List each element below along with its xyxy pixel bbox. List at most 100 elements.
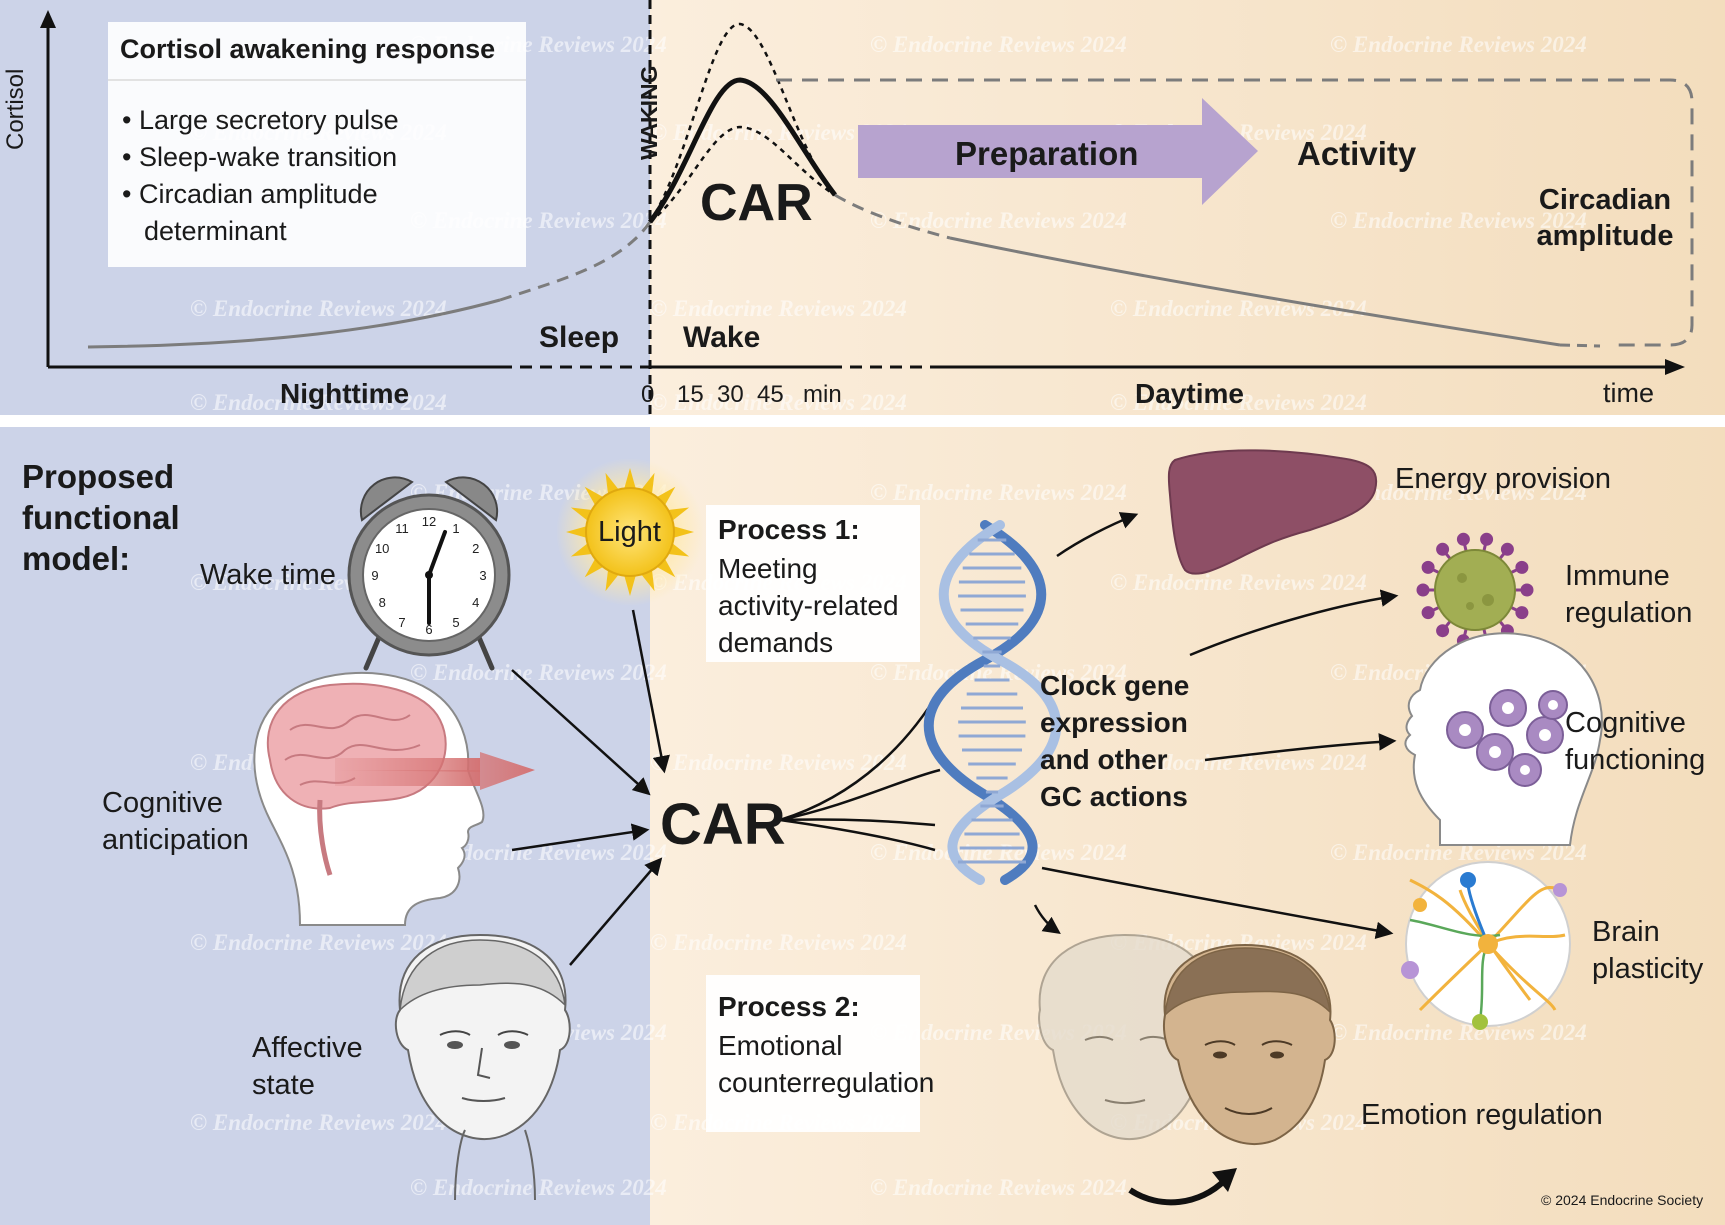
- sun-ray: [605, 570, 619, 592]
- outcome-arrows: [1033, 512, 1399, 940]
- car-label: CAR: [660, 792, 786, 857]
- sun-ray: [624, 468, 636, 489]
- info-bullets: • Large secretory pulse • Sleep-wake tra…: [122, 102, 454, 250]
- process1-title: Process 1:: [718, 514, 860, 545]
- arrow-to-cognitive: [1204, 733, 1397, 762]
- process2-box: [706, 975, 920, 1132]
- cognitive-anticipation-label: Cognitive anticipation: [102, 787, 249, 856]
- sun-icon: [556, 458, 704, 606]
- watermark: © Endocrine Reviews 2024: [650, 390, 907, 415]
- model-title: Proposed functional model:: [22, 458, 180, 577]
- activity-label: Activity: [1297, 135, 1417, 172]
- alarm-clock-icon: [347, 476, 511, 671]
- watermark: © Endocrine Reviews 2024: [190, 1110, 447, 1135]
- sleep-label: Sleep: [539, 321, 620, 354]
- virus-spike-tip: [1520, 583, 1534, 597]
- face-affective-icon: [394, 933, 571, 1201]
- clock-number: 6: [425, 622, 432, 637]
- neuron-network-icon: [1401, 861, 1571, 1030]
- sun-ray: [673, 526, 694, 538]
- nighttime-label: Nighttime: [280, 378, 410, 409]
- arrow-to-immune: [1189, 589, 1399, 657]
- sun-ray: [668, 543, 690, 557]
- head-gears-icon: [1404, 632, 1603, 846]
- process1-box: [706, 505, 920, 662]
- watermark: © Endocrine Reviews 2024: [1110, 390, 1367, 415]
- clock-number: 5: [452, 615, 459, 630]
- watermark: © Endocrine Reviews 2024: [410, 660, 667, 685]
- virus-icon: [1416, 532, 1534, 648]
- watermark: © Endocrine Reviews 2024: [870, 480, 1127, 505]
- virus-spike-tip: [1421, 606, 1435, 620]
- energy-provision-label: Energy provision: [1395, 463, 1611, 495]
- panel-divider: [0, 415, 1725, 427]
- faces-emotion-icon: [1038, 933, 1336, 1206]
- daytime-label: Daytime: [1135, 378, 1244, 409]
- day-background-top: [650, 0, 1725, 415]
- waking-label: WAKING: [636, 65, 662, 160]
- virus-spike-tip: [1436, 624, 1450, 638]
- tick-30: 30: [717, 381, 744, 408]
- sun-ray: [641, 570, 655, 592]
- car-peak-label: CAR: [700, 174, 813, 232]
- sun-ray: [641, 472, 655, 494]
- arrow-to-emotion: [1033, 904, 1061, 935]
- y-axis-arrowhead: [40, 10, 56, 28]
- watermark: © Endocrine Reviews 2024: [1110, 570, 1367, 595]
- arrow-light-to-car: [631, 609, 670, 774]
- tick-min: min: [803, 381, 842, 408]
- clock-number: 12: [422, 514, 436, 529]
- watermark: © Endocrine Reviews 2024: [870, 32, 1127, 57]
- watermark: © Endocrine Reviews 2024: [650, 750, 907, 775]
- sun-ray: [624, 575, 636, 596]
- watermark: © Endocrine Reviews 2024: [650, 930, 907, 955]
- wake-label: Wake: [683, 321, 761, 354]
- watermark: © Endocrine Reviews 2024: [870, 1175, 1127, 1200]
- clock-number: 8: [379, 595, 386, 610]
- watermark: © Endocrine Reviews 2024: [1110, 296, 1367, 321]
- watermark: © Endocrine Reviews 2024: [410, 1175, 667, 1200]
- day-cortisol-curve-dashed: [834, 193, 951, 240]
- sun-ray: [570, 543, 592, 557]
- virus-spike-tip: [1456, 532, 1470, 546]
- watermark: © Endocrine Reviews 2024: [190, 390, 447, 415]
- arrow-waketime-to-car: [511, 669, 651, 796]
- clock-number: 1: [452, 521, 459, 536]
- virus-spike-tip: [1500, 542, 1514, 556]
- clock-number: 2: [472, 541, 479, 556]
- cognitive-functioning-label: Cognitive functioning: [1565, 707, 1706, 776]
- copyright-notice: © 2024 Endocrine Society: [1541, 1192, 1704, 1208]
- arrow-to-energy: [1056, 512, 1139, 558]
- virus-spike-tip: [1416, 583, 1430, 597]
- dna-helix-icon: [923, 520, 1061, 885]
- sun-ray: [570, 507, 592, 521]
- head-brain-icon: [253, 671, 535, 926]
- car-lower-bound-curve: [649, 125, 836, 223]
- info-box: [108, 22, 526, 267]
- watermark: © Endocrine Reviews 2024: [1110, 750, 1367, 775]
- day-cortisol-tail: [1559, 343, 1601, 348]
- watermark: © Endocrine Reviews 2024: [1330, 208, 1587, 233]
- process2-text: Emotional counterregulation: [718, 1030, 935, 1098]
- clock-number: 4: [472, 595, 479, 610]
- watermark: © Endocrine Reviews 2024: [190, 930, 447, 955]
- tick-45: 45: [757, 381, 784, 408]
- watermark: © Endocrine Reviews 2024: [190, 296, 447, 321]
- x-axis-arrowhead: [1665, 359, 1685, 375]
- affective-state-label: Affective state: [252, 1032, 363, 1101]
- clock-gene-text: Clock gene expression and other GC actio…: [1040, 670, 1190, 812]
- virus-spike-tip: [1515, 560, 1529, 574]
- sun-ray: [566, 526, 587, 538]
- y-axis-label: Cortisol: [2, 68, 29, 150]
- process1-text: Meeting activity-related demands: [718, 553, 899, 658]
- liver-icon: [1167, 449, 1378, 575]
- wake-time-label: Wake time: [200, 559, 336, 591]
- clock-number: 9: [371, 568, 378, 583]
- time-label: time: [1603, 378, 1655, 408]
- preparation-label: Preparation: [955, 135, 1139, 172]
- arrow-cognition-to-car: [511, 823, 650, 852]
- emotion-regulation-label: Emotion regulation: [1361, 1099, 1603, 1131]
